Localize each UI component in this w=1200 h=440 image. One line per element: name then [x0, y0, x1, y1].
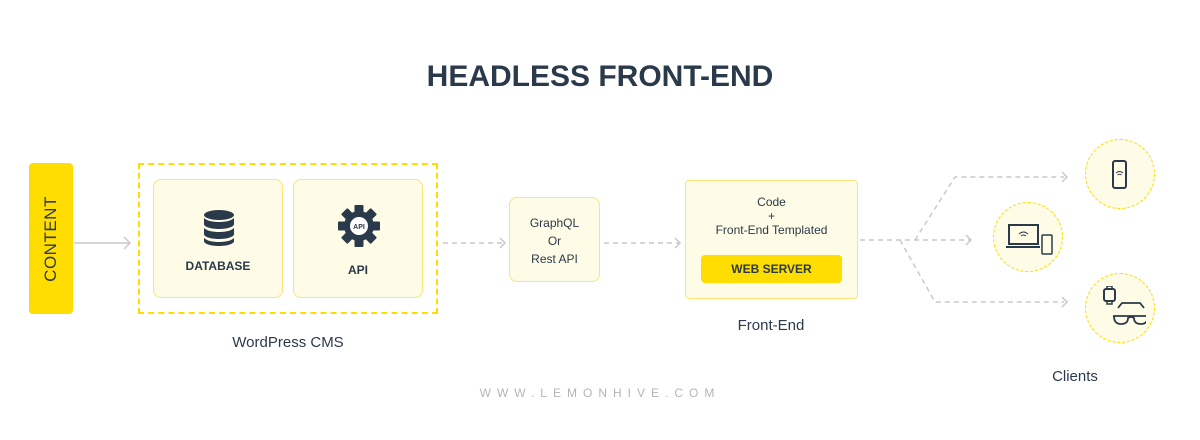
content-block: CONTENT [29, 163, 73, 314]
website-url: WWW.LEMONHIVE.COM [479, 386, 721, 400]
content-label: CONTENT [41, 195, 60, 282]
arrow-frontend-mobile [914, 176, 1064, 241]
client-mobile [1085, 139, 1155, 209]
frontend-label: Front-End [737, 317, 805, 334]
api-badge: API [353, 224, 365, 231]
wordpress-cms-group [138, 163, 438, 314]
page-title: HEADLESS FRONT-END [426, 60, 774, 93]
code-label: Code [757, 195, 786, 209]
watch-glasses-icon [1103, 286, 1146, 325]
database-card: DATABASE [153, 179, 283, 298]
graphql-label: GraphQL [529, 216, 580, 230]
or-label: Or [547, 234, 562, 248]
web-server-badge: WEB SERVER [701, 255, 842, 283]
rest-api-label: Rest API [531, 252, 578, 266]
client-wearables [1085, 273, 1155, 343]
gear-icon: API [338, 205, 380, 247]
clients-label: Clients [1052, 368, 1098, 385]
api-label: API [347, 263, 368, 277]
smartphone-icon [1112, 160, 1127, 189]
arrow-frontend-wearables [899, 239, 1064, 303]
api-card: API API [293, 179, 423, 298]
plus-label: + [767, 209, 775, 223]
laptop-phone-icon [1006, 224, 1053, 255]
database-icon [204, 210, 234, 246]
templated-label: Front-End Templated [715, 223, 828, 237]
wordpress-cms-label: WordPress CMS [232, 334, 344, 351]
arrowhead [123, 236, 132, 250]
graphql-card: GraphQL Or Rest API [509, 197, 600, 282]
database-label: DATABASE [185, 259, 251, 273]
client-desktop [993, 202, 1063, 272]
